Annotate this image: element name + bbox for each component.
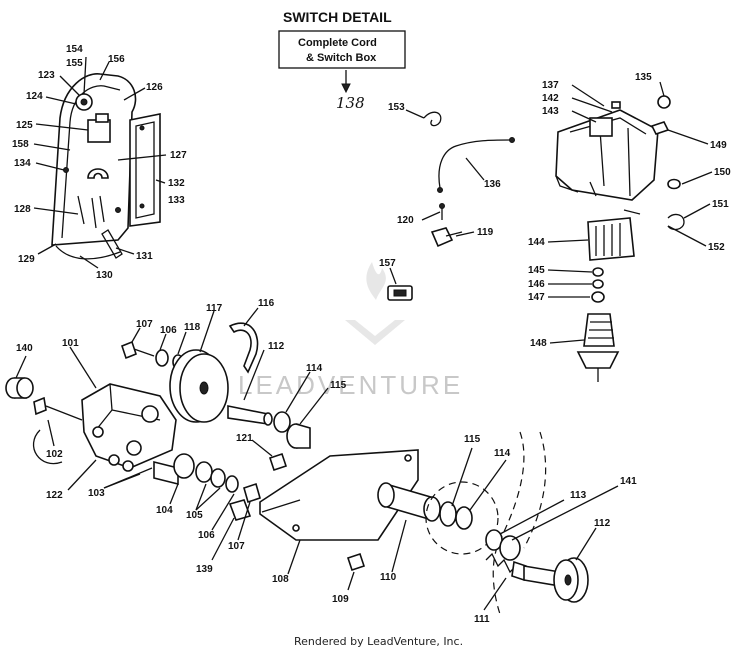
callout-box-line1: Complete Cord xyxy=(298,37,377,49)
part-label-139: 139 xyxy=(196,564,213,575)
part-label-125: 125 xyxy=(16,120,33,131)
part-label-153: 153 xyxy=(388,102,405,113)
center-leaders xyxy=(389,109,485,285)
gearbox-assembly xyxy=(5,322,589,615)
part-label-101: 101 xyxy=(62,338,79,349)
part-label-123: 123 xyxy=(38,70,55,81)
switch-box-assembly xyxy=(51,73,161,260)
part-label-102: 102 xyxy=(46,449,63,460)
part-label-148: 148 xyxy=(530,338,547,349)
part-label-145: 145 xyxy=(528,265,545,276)
part-label-158: 158 xyxy=(12,139,29,150)
gearbox-leaders xyxy=(15,307,619,611)
part-label-122: 122 xyxy=(46,490,63,501)
part-label-127: 127 xyxy=(170,150,187,161)
part-label-119: 119 xyxy=(477,227,494,238)
part-label-118: 118 xyxy=(184,322,201,333)
part-label-128: 128 xyxy=(14,204,31,215)
part-label-150: 150 xyxy=(714,167,731,178)
part-label-115b: 115 xyxy=(464,434,481,445)
part-label-112b: 112 xyxy=(594,518,611,529)
part-label-130: 130 xyxy=(96,270,113,281)
part-label-134: 134 xyxy=(14,158,31,169)
part-label-131: 131 xyxy=(136,251,153,262)
footer-credit: Rendered by LeadVenture, Inc. xyxy=(294,635,463,648)
part-label-147: 147 xyxy=(528,292,545,303)
part-label-117: 117 xyxy=(206,303,223,314)
callout-box xyxy=(278,30,406,69)
part-label-111: 111 xyxy=(474,614,490,625)
part-label-157: 157 xyxy=(379,258,396,269)
part-label-109: 109 xyxy=(332,594,349,605)
callout-arrow-head xyxy=(341,83,351,94)
watermark-logo xyxy=(345,262,405,345)
part-label-121: 121 xyxy=(236,433,253,444)
part-label-132: 132 xyxy=(168,178,185,189)
part-label-112a: 112 xyxy=(268,341,285,352)
part-label-107b: 107 xyxy=(228,541,245,552)
part-label-114a: 114 xyxy=(306,363,323,374)
callout-box-line2: & Switch Box xyxy=(306,52,377,64)
watermark-text: LEADVENTURE xyxy=(238,370,463,400)
part-label-110: 110 xyxy=(380,572,397,583)
part-label-107a: 107 xyxy=(136,319,153,330)
part-label-105: 105 xyxy=(186,510,203,521)
part-label-129: 129 xyxy=(18,254,35,265)
part-label-143: 143 xyxy=(542,106,559,117)
part-label-155: 155 xyxy=(66,58,83,69)
part-label-146: 146 xyxy=(528,279,545,290)
part-label-114b: 114 xyxy=(494,448,511,459)
part-label-108: 108 xyxy=(272,574,289,585)
part-label-113: 113 xyxy=(570,490,587,501)
part-label-144: 144 xyxy=(528,237,545,248)
center-small-parts xyxy=(387,111,515,301)
part-label-106b: 106 xyxy=(198,530,215,541)
part-label-151: 151 xyxy=(712,199,729,210)
part-label-116: 116 xyxy=(258,298,275,309)
part-label-142: 142 xyxy=(542,93,559,104)
part-label-156: 156 xyxy=(108,54,125,65)
callout-ref: 138 xyxy=(336,94,365,112)
part-label-136: 136 xyxy=(484,179,501,190)
part-label-106a: 106 xyxy=(160,325,177,336)
part-label-103: 103 xyxy=(88,488,105,499)
part-label-126: 126 xyxy=(146,82,163,93)
part-label-120: 120 xyxy=(397,215,414,226)
part-label-133: 133 xyxy=(168,195,185,206)
part-label-140: 140 xyxy=(16,343,33,354)
part-label-115a: 115 xyxy=(330,380,347,391)
part-label-149: 149 xyxy=(710,140,727,151)
part-label-141: 141 xyxy=(620,476,637,487)
switch-box-leaders xyxy=(33,56,167,269)
part-label-135: 135 xyxy=(635,72,652,83)
part-label-104: 104 xyxy=(156,505,173,516)
diagram-title: SWITCH DETAIL xyxy=(283,9,392,25)
motor-leaders xyxy=(547,81,713,344)
part-label-152: 152 xyxy=(708,242,725,253)
part-label-154: 154 xyxy=(66,44,83,55)
motor-assembly xyxy=(555,95,685,382)
part-label-124: 124 xyxy=(26,91,43,102)
part-label-137: 137 xyxy=(542,80,559,91)
